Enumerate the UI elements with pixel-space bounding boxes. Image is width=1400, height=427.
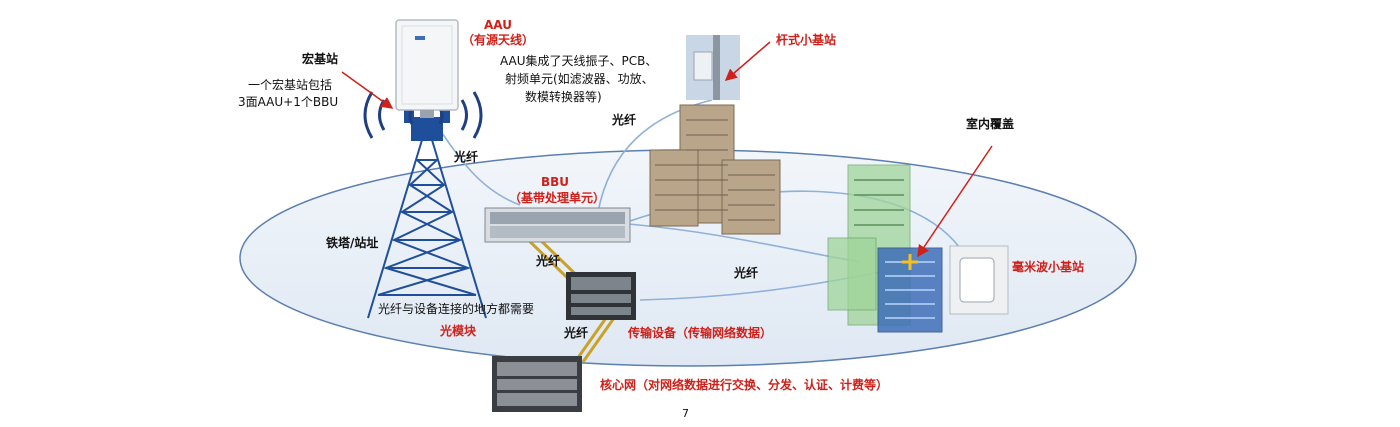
indoor-coverage-buildings: [827, 164, 943, 333]
fiber-label-2: 光纤: [454, 150, 479, 164]
fiber-label-4: 光纤: [734, 266, 759, 280]
page-number: 7: [682, 407, 689, 420]
office-buildings: [649, 104, 781, 235]
bbu-title: BBU: [540, 175, 570, 189]
tower-site-label: 铁塔/站址: [326, 236, 379, 250]
macro-tower: [367, 109, 487, 319]
fiber-label-3: 光纤: [536, 254, 561, 268]
core-network-label: 核心网（对网络数据进行交换、分发、认证、计费等）: [600, 378, 889, 392]
fiber-label-5: 光纤: [564, 326, 589, 340]
aau-unit: [395, 19, 459, 118]
mmwave-small-cell: [949, 245, 1009, 315]
optical-module-label: 光模块: [440, 324, 477, 338]
fiber-label-1: 光纤: [612, 113, 637, 127]
transport-equipment-rack: [566, 272, 636, 320]
mmwave-small-cell-label: 毫米波小基站: [1012, 260, 1085, 274]
aau-subtitle: （有源天线）: [461, 33, 534, 47]
callout-arrows: [341, 41, 993, 258]
pole-small-cell-label: 杆式小基站: [776, 33, 837, 47]
macro-description-line-2: 3面AAU+1个BBU: [238, 95, 339, 109]
indoor-coverage-label: 室内覆盖: [966, 117, 1015, 131]
aau-title: AAU: [484, 18, 512, 32]
transport-equipment-label: 传输设备（传输网络数据）: [628, 326, 773, 340]
macro-description-line-1: 一个宏基站包括: [248, 78, 333, 92]
core-network-rack: [492, 356, 582, 412]
optical-module-description: 光纤与设备连接的地方都需要: [378, 302, 535, 316]
aau-description-line-3: 数模转换器等): [525, 90, 602, 104]
aau-description-line-1: AAU集成了天线振子、PCB、: [500, 54, 658, 68]
aau-description-line-2: 射频单元(如滤波器、功放、: [505, 72, 654, 86]
building-windows: [655, 119, 775, 221]
pole-small-cell: [686, 35, 740, 100]
macro-station-label: 宏基站: [302, 52, 339, 66]
bbu-subtitle: （基带处理单元）: [508, 191, 605, 205]
bbu-rack: [484, 207, 631, 243]
